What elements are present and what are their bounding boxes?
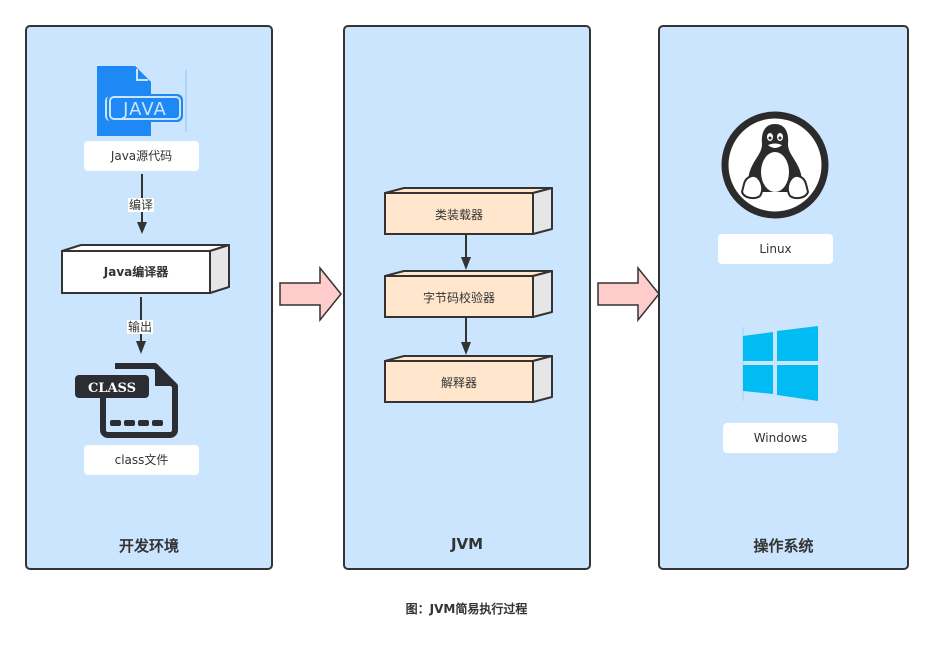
windows-label: Windows xyxy=(723,423,838,453)
interpreter-block xyxy=(384,355,553,403)
java-icon-text: JAVA xyxy=(122,99,167,120)
class-icon-text: CLASS xyxy=(88,381,136,396)
flow-arrow-dev-to-jvm xyxy=(279,265,342,323)
linux-label: Linux xyxy=(718,234,833,264)
jvm-arrow-1 xyxy=(461,234,471,270)
os-panel-title: 操作系统 xyxy=(753,537,814,555)
linux-penguin-icon xyxy=(721,111,829,219)
class-loader-block xyxy=(384,187,553,235)
flow-arrow-jvm-to-os xyxy=(597,265,660,323)
jvm-arrow-2 xyxy=(461,317,471,355)
compile-edge-label: 编译 xyxy=(128,198,155,212)
os-panel: 操作系统 xyxy=(658,25,909,570)
bytecode-verifier-block xyxy=(384,270,553,318)
java-compiler-block xyxy=(61,244,230,294)
class-file-label: class文件 xyxy=(84,445,199,475)
java-file-icon: JAVA xyxy=(97,66,187,136)
windows-logo-icon xyxy=(742,326,818,401)
figure-caption: 图：JVM简易执行过程 xyxy=(405,602,528,616)
output-edge-label: 输出 xyxy=(127,320,154,334)
jvm-step-class-loader: 类装载器 xyxy=(434,208,483,222)
java-source-label: Java源代码 xyxy=(84,141,199,171)
class-file-icon: CLASS xyxy=(75,363,178,438)
dev-panel-title: 开发环境 xyxy=(118,537,179,555)
jvm-step-bytecode-verifier: 字节码校验器 xyxy=(422,291,495,305)
jvm-panel-title: JVM xyxy=(450,535,484,553)
java-compiler-label: Java编译器 xyxy=(103,265,169,279)
jvm-step-interpreter: 解释器 xyxy=(440,376,477,390)
